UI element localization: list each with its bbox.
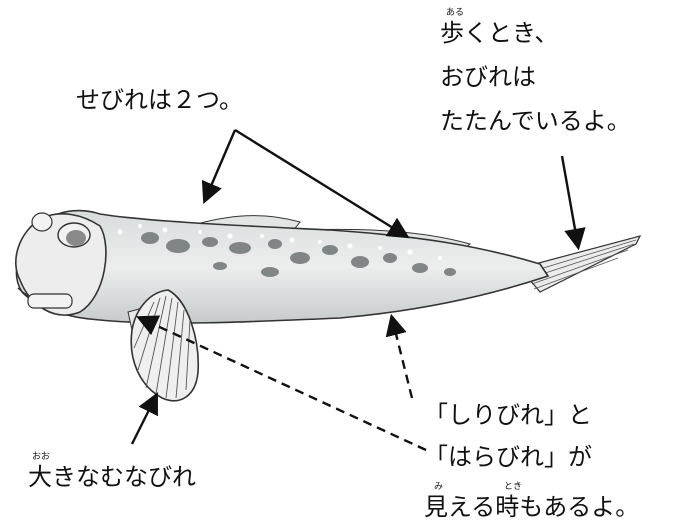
arrow-pectoral [132,396,156,444]
label-pectoral: 大きなむなびれ [28,460,196,494]
label-hidden-line1: 「しりびれ」と [424,398,592,432]
label-hidden-line2: 「はらびれ」が [424,440,592,474]
mudskipper-fish [16,211,640,401]
arrow-dorsal-1 [205,130,235,200]
fish-lower-jaw [28,294,72,308]
arrow-tail [562,156,578,246]
label-walking-line3: たたんでいるよ。 [440,104,631,138]
arrow-pelvic-dashed [392,318,412,398]
label-walking-line2: おびれは [440,60,536,94]
label-walking-line1: 歩くとき、 [440,16,558,50]
label-dorsal-fins: せびれは２つ。 [76,83,243,117]
label-hidden-line3: 見える時もあるよ。 [424,490,639,524]
